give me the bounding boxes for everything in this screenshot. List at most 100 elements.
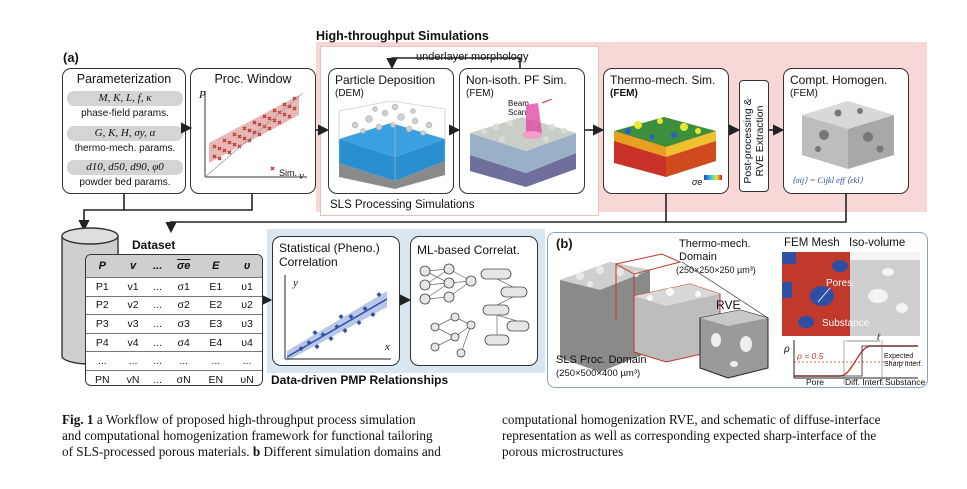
thermo-mech-box: Thermo-mech. Sim. (FEM) σe (603, 68, 729, 194)
cell: υ4 (232, 333, 262, 353)
tm-domain-label2: Domain (679, 251, 717, 263)
cell: σN (176, 373, 191, 386)
postproc-box: Post-processing & RVE Extraction (739, 80, 769, 192)
cell: ... (199, 351, 233, 371)
stat-axis-y: y (293, 277, 298, 289)
proc-window-axis-x: v (299, 170, 304, 182)
cell: EN (208, 373, 224, 386)
cell: P2 (86, 296, 119, 316)
cell: ... (147, 314, 168, 334)
cell: ... (167, 351, 200, 371)
cell: ... (118, 351, 148, 371)
hom-title: Compt. Homogen. (790, 73, 888, 87)
stat-axis-x: x (385, 341, 390, 353)
thermo-mech-params-pill: G, K, H, σy, α (67, 126, 183, 141)
stat-title-line2: Correlation (279, 255, 338, 269)
cell: ... (147, 277, 168, 297)
caption-line-r3: porous microstructures (502, 444, 624, 459)
cell: σ4 (167, 333, 200, 353)
pf-title: Non-isoth. PF Sim. (466, 73, 567, 87)
caption-left: Fig. 1 a Workflow of proposed high-throu… (62, 412, 482, 460)
cell: ... (147, 296, 168, 316)
caption-line-3: of SLS-processed porous materials. b Dif… (62, 444, 482, 460)
pf-beam-label: Beam (508, 99, 529, 108)
fem-mesh-title: FEM Mesh (784, 237, 840, 249)
sharp-interf-label: Sharp Interf. (884, 361, 923, 368)
cell: υN (240, 373, 254, 386)
header-cell: ... (147, 255, 168, 278)
header-cell: v (118, 255, 148, 278)
cell: ... (153, 373, 163, 386)
cell: vN (126, 373, 140, 386)
fem-mesh-image (782, 252, 920, 336)
header-cell: υ (232, 255, 262, 278)
table-header-row: P v ... σe E υ (86, 255, 262, 278)
cell: σ2 (167, 296, 200, 316)
dataset-title: Dataset (132, 238, 176, 252)
cell: E4 (199, 333, 233, 353)
dem-subtitle: (DEM) (335, 88, 364, 99)
cell: v3 (118, 314, 148, 334)
ml-title: ML-based Correlat. (417, 243, 520, 257)
diff-interf-axis-label: Diff. Interf. (845, 377, 885, 387)
cell: E3 (199, 314, 233, 334)
cell: ... (232, 351, 262, 371)
tm-domain-size: (250×250×250 µm³) (676, 265, 756, 275)
rho-profile-plot (793, 340, 918, 384)
ml-network-diagram (419, 263, 530, 358)
cell: v1 (118, 277, 148, 297)
panel-b-label: (b) (556, 236, 573, 251)
underlayer-label: underlayer morphology (416, 51, 529, 63)
tm-domain-label: Thermo-mech. (679, 238, 751, 250)
caption-right: computational homogenization RVE, and sc… (502, 412, 932, 460)
pf-scan-label: Scan (508, 108, 527, 117)
caption-text: Different simulation domains and (260, 444, 441, 459)
pores-label: Pores (826, 278, 853, 289)
caption-line-r2: representation as well as corresponding … (502, 428, 877, 443)
caption-b-label: b (252, 444, 261, 459)
ml-correlation-box: ML-based Correlat. (410, 236, 538, 366)
expected-label: Expected (884, 353, 914, 360)
panel-b-frame (547, 232, 928, 388)
cell: E2 (199, 296, 233, 316)
pf-subtitle: (FEM) (466, 88, 494, 99)
caption-line-2: and computational homogenization framewo… (62, 428, 433, 443)
caption-line-r1: computational homogenization RVE, and sc… (502, 412, 881, 427)
tm-legend-label: σe (692, 177, 703, 187)
caption-text: of SLS-processed porous materials. (62, 444, 253, 459)
substance-label: Substance (822, 318, 870, 329)
cell: υ2 (232, 296, 262, 316)
sls-proc-label: SLS Processing Simulations (330, 199, 475, 211)
cell: E1 (199, 277, 233, 297)
pf-sim-image (470, 99, 576, 187)
phase-field-params-pill: M, K, L, f, κ (67, 91, 183, 106)
stat-scatter-plot (284, 275, 391, 361)
sls-domain-size: (250×500×400 µm³) (556, 368, 641, 379)
header-cell: P (86, 255, 119, 278)
caption-line-1: Fig. 1 a Workflow of proposed high-throu… (62, 412, 482, 428)
stat-title-line1: Statistical (Pheno.) (279, 241, 380, 255)
header-cell: σe (167, 255, 200, 278)
panel-a-label: (a) (63, 50, 79, 65)
panel-b-domains-image (560, 253, 769, 379)
cell: v2 (118, 296, 148, 316)
statistical-correlation-box: Statistical (Pheno.) Correlation y x (272, 236, 400, 366)
cell: υ1 (232, 277, 262, 297)
proc-window-plot (204, 91, 307, 178)
powder-bed-params-pill: d10, d50, d90, φ0 (67, 160, 183, 175)
ell-label: ℓ (877, 332, 880, 342)
caption-text: a Workflow of proposed high-throughput p… (93, 412, 416, 427)
cell: υ3 (232, 314, 262, 334)
sls-domain-label: SLS Proc. Domain (556, 354, 647, 366)
iso-volume-title: Iso-volume (849, 237, 906, 249)
proc-window-legend: Sim. (279, 168, 297, 178)
cell: σ3 (167, 314, 200, 334)
header-cell: E (199, 255, 233, 278)
